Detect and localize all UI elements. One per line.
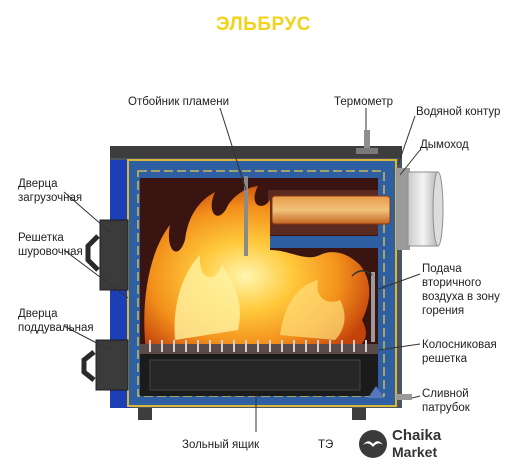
secondary-air-arrow bbox=[351, 270, 373, 277]
boiler-foot-right bbox=[352, 408, 366, 420]
label-drain-pipe: Сливной патрубок bbox=[422, 388, 470, 414]
label-grate: Колосниковая решетка bbox=[422, 339, 497, 365]
thermometer-head bbox=[356, 148, 378, 154]
label-flame-deflector: Отбойник пламени bbox=[128, 96, 230, 108]
leader-lines bbox=[63, 107, 421, 432]
seagull-logo-icon bbox=[359, 430, 387, 458]
grate-bars bbox=[149, 340, 367, 352]
brand-watermark: Chaika Market bbox=[358, 427, 468, 463]
flame-deflector-rod bbox=[244, 176, 248, 256]
chimney-flange bbox=[396, 168, 410, 250]
label-secondary-air: Подача вторичного воздуха в зону горения bbox=[422, 263, 500, 317]
diagram-title: ЭЛЬБРУС bbox=[216, 14, 311, 35]
thermometer-body bbox=[364, 130, 370, 152]
label-thermometer: Термометр bbox=[334, 96, 394, 108]
label-poker-grate: Решетка шуровочная bbox=[18, 232, 83, 258]
boiler-top-cover bbox=[110, 146, 402, 160]
ash-door-handle bbox=[81, 350, 96, 382]
label-water-jacket: Водяной контур bbox=[416, 106, 501, 118]
brand-name: Chaika bbox=[392, 427, 442, 444]
label-loading-door: Дверца загрузочная bbox=[18, 178, 83, 204]
brand-sub: Market bbox=[392, 444, 438, 460]
water-jacket-dash-line bbox=[137, 170, 385, 397]
heater-marker bbox=[368, 386, 384, 398]
ash-box bbox=[149, 359, 361, 391]
ash-door bbox=[95, 339, 129, 391]
drain-pipe bbox=[396, 394, 412, 400]
loading-door-handle bbox=[85, 234, 100, 272]
flame-core-right bbox=[280, 280, 345, 340]
boiler-foot-left bbox=[138, 408, 152, 420]
label-heater: ТЭ bbox=[318, 439, 334, 451]
flame-core bbox=[174, 255, 240, 340]
secondary-air-pipe bbox=[371, 272, 375, 342]
label-ash-box: Зольный ящик bbox=[182, 439, 260, 451]
label-ash-door: Дверца поддувальная bbox=[18, 308, 94, 334]
jacket-partition bbox=[270, 236, 378, 248]
label-chimney: Дымоход bbox=[420, 139, 469, 151]
chimney-opening bbox=[432, 171, 444, 247]
horizontal-flue-tube bbox=[271, 195, 391, 225]
loading-door bbox=[99, 219, 129, 291]
